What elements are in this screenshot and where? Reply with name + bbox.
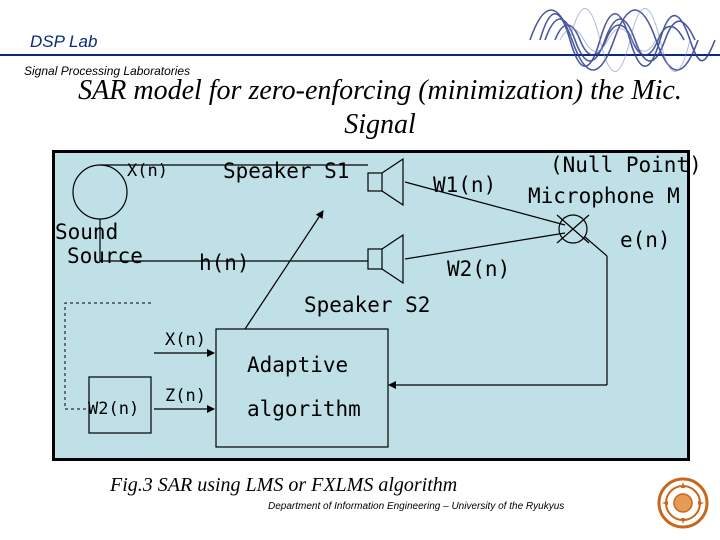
label-x-n-top: X(n) bbox=[127, 161, 168, 181]
label-e-n: e(n) bbox=[620, 228, 671, 252]
path-w2 bbox=[404, 232, 566, 260]
label-speaker-s2: Speaker S2 bbox=[304, 293, 431, 317]
footer-department: Department of Information Engineering – … bbox=[268, 501, 565, 512]
sound-source-circle bbox=[72, 164, 128, 220]
dashed-feedback-loop bbox=[64, 302, 151, 410]
figure-caption: Fig.3 SAR using LMS or FXLMS algorithm bbox=[110, 474, 458, 496]
label-x-n-bottom: X(n) bbox=[165, 330, 206, 350]
label-sound: Sound bbox=[55, 220, 119, 244]
adaptation-arrow bbox=[244, 210, 324, 330]
label-w2-n: W2(n) bbox=[447, 257, 511, 281]
label-algorithm: algorithm bbox=[247, 397, 361, 421]
label-null-point: (Null Point) bbox=[550, 153, 702, 177]
speaker-s1-cone bbox=[381, 157, 404, 207]
waveform-logo bbox=[529, 8, 716, 72]
label-z-n: Z(n) bbox=[165, 386, 206, 406]
error-line bbox=[584, 236, 608, 257]
sar-block-diagram: X(n) Speaker S1 (Null Point) W1(n) Micro… bbox=[52, 150, 702, 461]
label-source: Source bbox=[67, 244, 143, 268]
label-microphone-m: Microphone M bbox=[528, 184, 680, 208]
adaptive-algorithm-box bbox=[215, 328, 389, 448]
label-speaker-s1: Speaker S1 bbox=[223, 159, 350, 183]
label-w2-n-filter: W2(n) bbox=[88, 399, 140, 419]
lab-name: DSP Lab bbox=[30, 32, 98, 51]
microphone-cross-2 bbox=[556, 214, 590, 244]
lab-subtitle: Signal Processing Laboratories bbox=[24, 64, 191, 78]
label-sound-source: Sound Source bbox=[55, 220, 143, 268]
university-seal-logo bbox=[657, 477, 709, 529]
speaker-s1-body bbox=[367, 172, 383, 192]
speaker-s2-cone bbox=[381, 233, 404, 285]
microphone-circle bbox=[558, 214, 588, 244]
diagram-lines bbox=[64, 157, 608, 448]
label-w1-n: W1(n) bbox=[433, 173, 497, 197]
label-adaptive: Adaptive bbox=[247, 353, 349, 377]
w2-filter-box bbox=[88, 376, 152, 434]
slide-title: SAR model for zero-enforcing (minimizati… bbox=[78, 75, 682, 140]
speaker-s2-body bbox=[367, 248, 383, 270]
label-h-n: h(n) bbox=[199, 251, 250, 275]
path-w1 bbox=[404, 181, 566, 226]
header-rule bbox=[0, 54, 720, 56]
